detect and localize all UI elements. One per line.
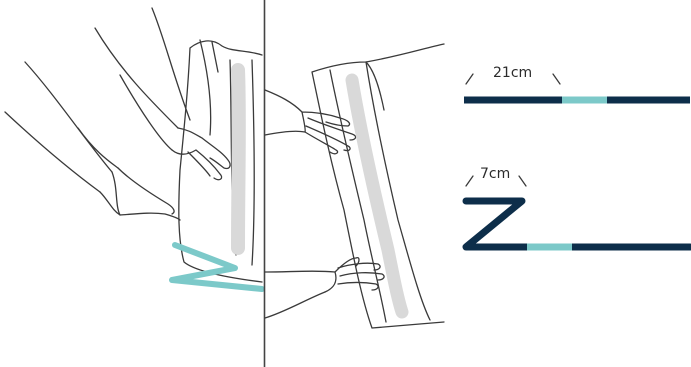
middle-fold-band	[345, 73, 409, 319]
straight-tick-right	[552, 73, 561, 85]
measurement-label-7cm: 7cm	[480, 166, 511, 182]
left-front-sleeve	[4, 61, 119, 193]
middle-cloth-inner	[329, 61, 431, 323]
straight-strip-diagram	[464, 73, 690, 104]
measurement-label-21cm: 21cm	[493, 65, 533, 81]
left-lower-hand	[117, 167, 181, 221]
zigzag-strip-bar	[462, 197, 691, 251]
middle-upper-hand	[301, 111, 357, 155]
left-fold-band	[231, 63, 246, 255]
left-upper-hand	[171, 127, 231, 181]
left-cloth-outline	[178, 39, 263, 283]
zigzag-tick-right	[518, 175, 527, 187]
straight-tick-left	[465, 73, 474, 85]
middle-cloth-top-fold	[365, 61, 385, 111]
middle-lower-arm	[264, 270, 336, 319]
left-panel-illustration	[4, 7, 263, 283]
middle-panel-illustration	[264, 43, 445, 329]
zigzag-strip-diagram	[462, 175, 691, 251]
left-cuff	[99, 171, 121, 216]
middle-upper-arm	[264, 89, 306, 136]
middle-lower-hand	[324, 256, 385, 293]
left-back-sleeve	[94, 7, 191, 151]
zigzag-tick-left	[465, 175, 474, 187]
left-zigzag-accent	[169, 242, 265, 292]
